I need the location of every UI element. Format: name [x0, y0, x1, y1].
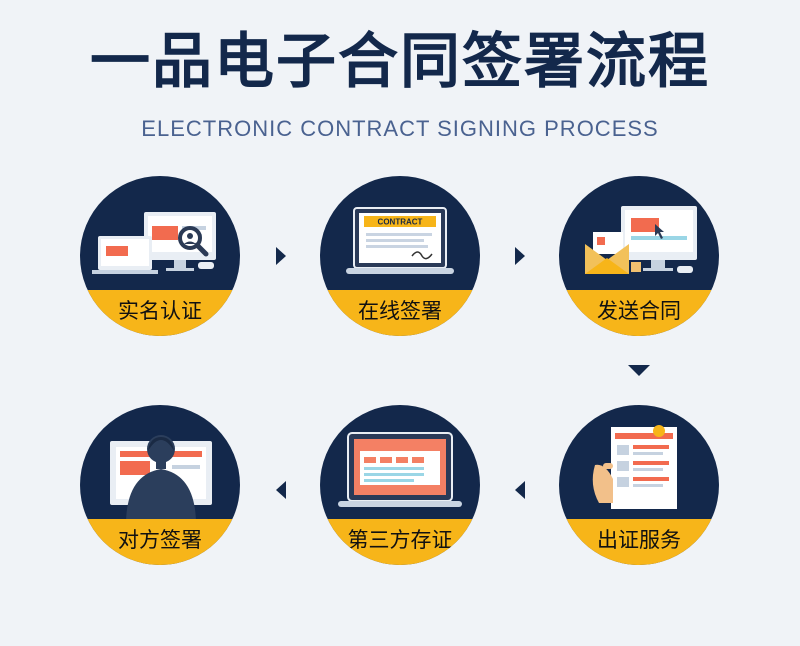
step-third-party-evidence: 第三方存证 [320, 405, 480, 565]
step-label-band [80, 519, 240, 565]
step-certificate-service: 出证服务 [559, 405, 719, 565]
arrow-right-icon [515, 247, 525, 265]
envelope-computer-icon [585, 206, 697, 274]
step-label: 实名认证 [118, 299, 202, 323]
arrow-right-icon [276, 247, 286, 265]
person-at-monitor-icon [110, 435, 212, 525]
arrow-left-icon [276, 481, 286, 499]
step-counterparty-signing: 对方签署 [80, 405, 240, 565]
step-label-band [559, 290, 719, 336]
step-label: 在线签署 [358, 299, 442, 323]
step-send-contract: 发送合同 [559, 176, 719, 336]
computer-search-icon [92, 212, 216, 274]
contract-screen-text: CONTRACT [378, 218, 423, 227]
arrow-down-icon [628, 365, 650, 376]
step-label: 第三方存证 [347, 528, 453, 552]
step-label-band [80, 290, 240, 336]
step-label-band [320, 519, 480, 565]
page-title: 一品电子合同签署流程 [90, 27, 710, 97]
step-label: 出证服务 [597, 528, 681, 552]
step-label: 对方签署 [118, 528, 202, 552]
step-identity-verification: 实名认证 [80, 176, 240, 336]
step-label-band [320, 290, 480, 336]
page-subtitle: ELECTRONIC CONTRACT SIGNING PROCESS [141, 116, 659, 141]
step-label: 发送合同 [597, 299, 681, 323]
arrow-left-icon [515, 481, 525, 499]
laptop-contract-icon: CONTRACT [346, 207, 454, 274]
step-online-signing: CONTRACT 在线签署 [320, 176, 480, 336]
laptop-dashboard-icon [338, 432, 462, 507]
step-label-band [559, 519, 719, 565]
certificate-document-icon [592, 425, 677, 509]
